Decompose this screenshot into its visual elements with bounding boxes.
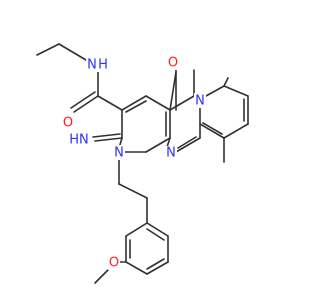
bond-ph-2 [125,222,148,237]
amide-oxygen-label: O [62,115,74,131]
ring-n-lower-text: N [166,146,176,161]
bond-lr-6 [145,137,171,153]
bond-lr-3 [121,95,147,111]
ring-n-lower-label: N [165,146,177,161]
bond-rr-5b [202,122,223,135]
bond-rr-4 [223,123,249,139]
bond-ph-4 [125,261,148,275]
bond-layer [36,43,249,284]
bond-mr-1 [169,95,195,111]
bond-ph-d2 [146,258,165,270]
bond-chain-2 [118,183,148,199]
bond-rr-1 [205,85,225,97]
bond-amide-ring [97,95,123,111]
methoxy-oxygen-label: O [108,255,120,271]
bond-ph-7 [146,222,169,237]
ketone-o-text: O [168,56,178,71]
bond-imine-b [92,133,121,138]
bond-co-a [73,95,99,113]
imine-text: HN [69,133,89,148]
ring-n-sub-text: N [114,146,124,161]
bond-mr-3b [177,136,197,149]
bond-ethyl-1 [36,43,60,56]
atom-label-layer: N H O O N HN N N O [62,55,206,271]
bond-mr-3 [175,137,201,153]
ring-n-sub-label: N [113,145,125,161]
bond-ethyl-2 [58,43,87,61]
bond-ph-d3 [146,228,165,241]
bond-lr-4 [145,95,171,111]
ring-n-right-text: N [195,94,205,109]
methoxy-o-text: O [109,256,119,271]
bond-rr-6 [223,77,229,87]
ring-n-right-label: N [194,93,206,109]
molecule-diagram: N H O O N HN N N O [36,43,249,284]
imine-label: HN [68,132,90,148]
bond-ket-a [169,71,177,111]
amide-n-text: N [87,58,97,73]
bond-rr-2 [223,85,249,97]
bond-imine-a [94,137,123,142]
bond-rr-5 [199,123,225,139]
amide-o-text: O [63,116,73,131]
bond-co-b [70,91,96,109]
bond-ph-5 [146,261,169,275]
ketone-oxygen-label: O [167,55,179,71]
bond-methoxy-2 [94,269,109,284]
bond-lr-3b [125,100,147,113]
amide-nh-label: N H [86,57,108,73]
amide-h-text: H [98,58,108,73]
